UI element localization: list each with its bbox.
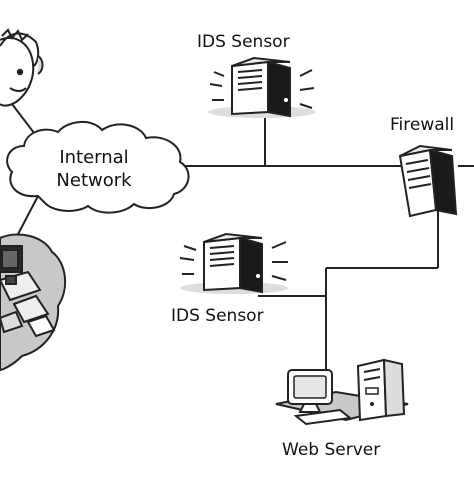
firewall-icon xyxy=(398,144,458,218)
ids-sensor-mid-label: IDS Sensor xyxy=(171,306,264,326)
web-server-label: Web Server xyxy=(282,440,381,460)
ids-sensor-mid-icon xyxy=(179,232,288,294)
ids-sensor-top-label: IDS Sensor xyxy=(197,32,290,52)
firewall-label: Firewall xyxy=(390,115,455,135)
link-cloud-to-laptops xyxy=(15,195,39,239)
internal-network-cloud-icon xyxy=(6,121,190,214)
internal-network-label-line1: Internal xyxy=(59,147,129,168)
connection-lines xyxy=(11,103,474,372)
user-icon xyxy=(0,28,44,107)
ids-sensor-top-icon xyxy=(208,56,316,118)
client-cluster-icon xyxy=(0,233,67,372)
web-server-icon xyxy=(275,358,409,426)
internal-network-label: Internal Network xyxy=(39,146,149,192)
internal-network-label-line2: Network xyxy=(56,170,132,191)
